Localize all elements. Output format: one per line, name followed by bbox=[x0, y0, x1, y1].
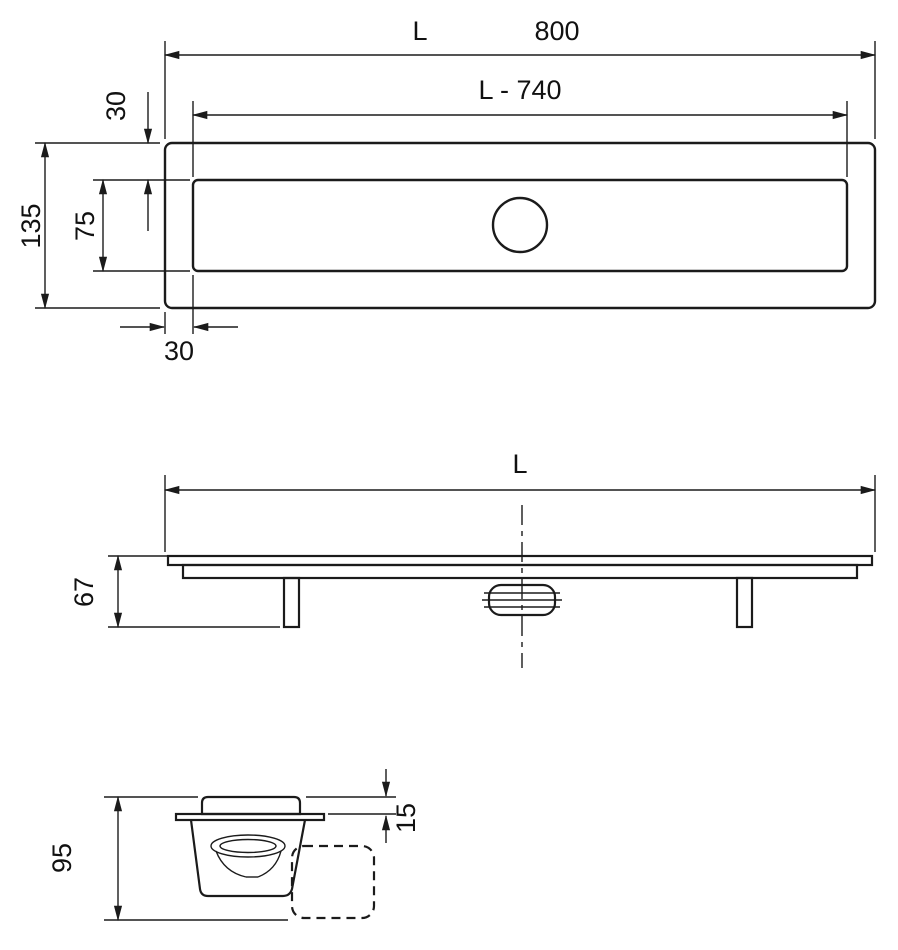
drain-grate bbox=[191, 178, 849, 273]
dim-overall-length-letter: L bbox=[412, 16, 427, 46]
dim-side-length-letter: L bbox=[512, 449, 527, 479]
section-view: 15 95 bbox=[47, 769, 421, 922]
drain-outlet-hole bbox=[491, 196, 549, 254]
top-view: L 800 L - 740 135 75 30 30 bbox=[16, 16, 877, 366]
section-grate-cap bbox=[200, 795, 302, 816]
dim-total-height-label: 95 bbox=[47, 843, 77, 873]
dim-overall-height-label: 135 bbox=[16, 203, 46, 248]
support-foot-right bbox=[735, 576, 754, 629]
support-foot-left bbox=[282, 576, 301, 629]
side-view: L 67 bbox=[69, 449, 877, 668]
channel-body bbox=[181, 563, 859, 580]
dim-inner-height-label: 75 bbox=[70, 211, 100, 241]
section-flange bbox=[174, 812, 326, 822]
dim-top-offset-label: 30 bbox=[101, 91, 131, 121]
section-hidden-outlet bbox=[290, 844, 376, 920]
channel-top-plate bbox=[166, 554, 874, 567]
dim-left-offset-label: 30 bbox=[164, 336, 194, 366]
section-drain-body bbox=[189, 819, 307, 898]
dim-overall-length-value: 800 bbox=[534, 16, 579, 46]
section-funnel bbox=[210, 834, 286, 878]
drain-outer-frame bbox=[163, 141, 877, 310]
dim-inner-length-label: L - 740 bbox=[478, 75, 561, 105]
dim-flange-height-label: 15 bbox=[391, 803, 421, 833]
dim-side-height-label: 67 bbox=[69, 577, 99, 607]
